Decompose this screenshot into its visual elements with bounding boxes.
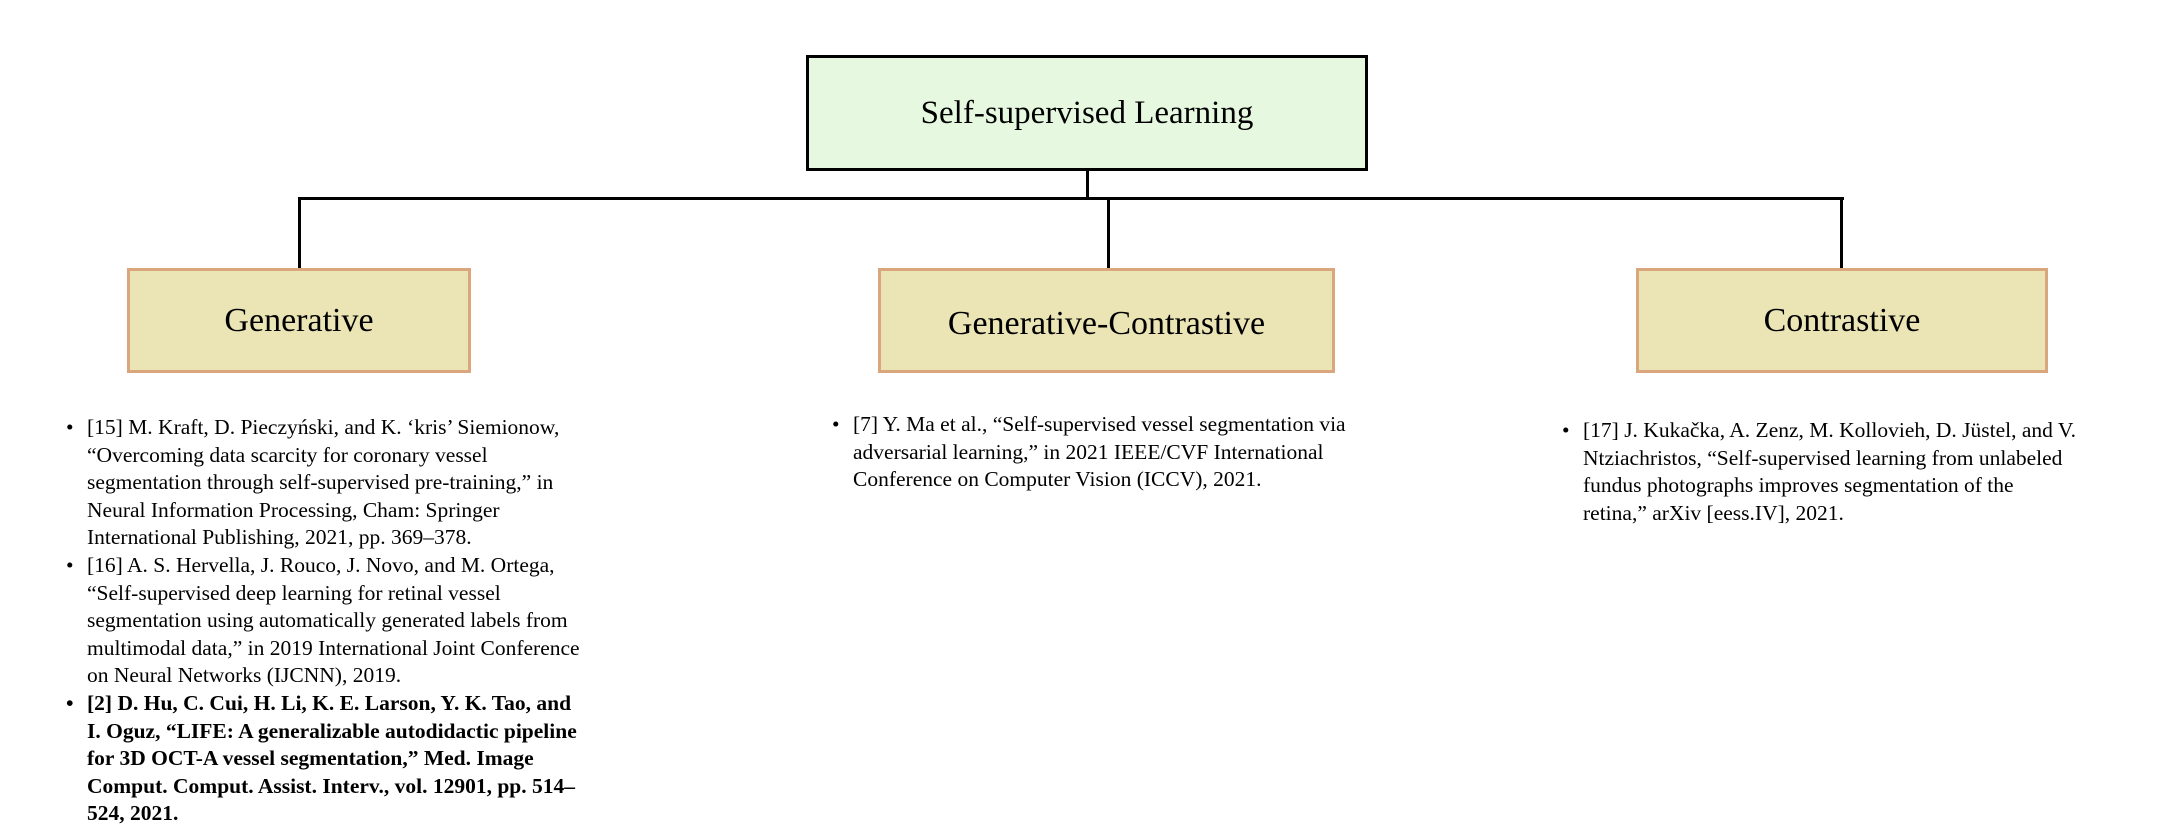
- reference-line: segmentation using automatically generat…: [87, 608, 568, 633]
- reference-line: on Neural Networks (IJCNN), 2019.: [87, 663, 402, 688]
- category-generative-contrastive: Generative-Contrastive: [878, 268, 1335, 373]
- contrastive-reference-list: [17] J. Kukačka, A. Zenz, M. Kollovieh, …: [1562, 417, 2076, 527]
- reference-item: [15] M. Kraft, D. Pieczyński, and K. ‘kr…: [66, 414, 580, 552]
- reference-line: fundus photographs improves segmentation…: [1583, 473, 2014, 498]
- reference-item: [7] Y. Ma et al., “Self-supervised vesse…: [832, 411, 1346, 494]
- reference-line: “Overcoming data scarcity for coronary v…: [87, 442, 488, 467]
- category-label: Contrastive: [1763, 301, 1921, 339]
- generative-contrastive-reference-list: [7] Y. Ma et al., “Self-supervised vesse…: [832, 411, 1346, 494]
- reference-line: I. Oguz, “LIFE: A generalizable autodida…: [87, 718, 577, 743]
- reference-line: multimodal data,” in 2019 International …: [87, 635, 580, 660]
- generative-reference-list: [15] M. Kraft, D. Pieczyński, and K. ‘kr…: [66, 414, 580, 828]
- category-label: Generative-Contrastive: [947, 304, 1266, 342]
- reference-line: 524, 2021.: [87, 801, 179, 826]
- reference-line: Comput. Comput. Assist. Interv., vol. 12…: [87, 773, 575, 798]
- reference-line: [2] D. Hu, C. Cui, H. Li, K. E. Larson, …: [87, 690, 572, 715]
- connector-contrastive: [1840, 197, 1843, 269]
- reference-line: adversarial learning,” in 2021 IEEE/CVF …: [853, 439, 1324, 464]
- reference-item: [17] J. Kukačka, A. Zenz, M. Kollovieh, …: [1562, 417, 2076, 527]
- reference-item: [16] A. S. Hervella, J. Rouco, J. Novo, …: [66, 552, 580, 690]
- reference-line: for 3D OCT-A vessel segmentation,” Med. …: [87, 746, 534, 771]
- reference-line: “Self-supervised deep learning for retin…: [87, 580, 501, 605]
- category-label: Generative: [224, 301, 374, 339]
- connector-generative-contrastive: [1107, 198, 1110, 269]
- connector-horizontal: [298, 197, 1844, 200]
- connector-root-stem: [1086, 170, 1089, 200]
- connector-generative: [298, 198, 301, 269]
- category-contrastive: Contrastive: [1636, 268, 2048, 373]
- reference-line: International Publishing, 2021, pp. 369–…: [87, 525, 472, 550]
- category-generative: Generative: [127, 268, 471, 373]
- reference-line: Neural Information Processing, Cham: Spr…: [87, 497, 500, 522]
- reference-line: [7] Y. Ma et al., “Self-supervised vesse…: [853, 412, 1346, 436]
- root-node-self-supervised-learning: Self-supervised Learning: [806, 55, 1368, 171]
- reference-line: Conference on Computer Vision (ICCV), 20…: [853, 467, 1262, 492]
- reference-line: [17] J. Kukačka, A. Zenz, M. Kollovieh, …: [1583, 418, 2077, 442]
- root-node-label: Self-supervised Learning: [920, 94, 1254, 131]
- reference-line: Ntziachristos, “Self-supervised learning…: [1583, 445, 2063, 470]
- reference-line: retina,” arXiv [eess.IV], 2021.: [1583, 500, 1844, 525]
- reference-line: [16] A. S. Hervella, J. Rouco, J. Novo, …: [87, 552, 555, 577]
- reference-line: [15] M. Kraft, D. Pieczyński, and K. ‘kr…: [87, 415, 560, 439]
- reference-line: segmentation through self-supervised pre…: [87, 470, 554, 495]
- reference-item-highlighted: [2] D. Hu, C. Cui, H. Li, K. E. Larson, …: [66, 690, 580, 828]
